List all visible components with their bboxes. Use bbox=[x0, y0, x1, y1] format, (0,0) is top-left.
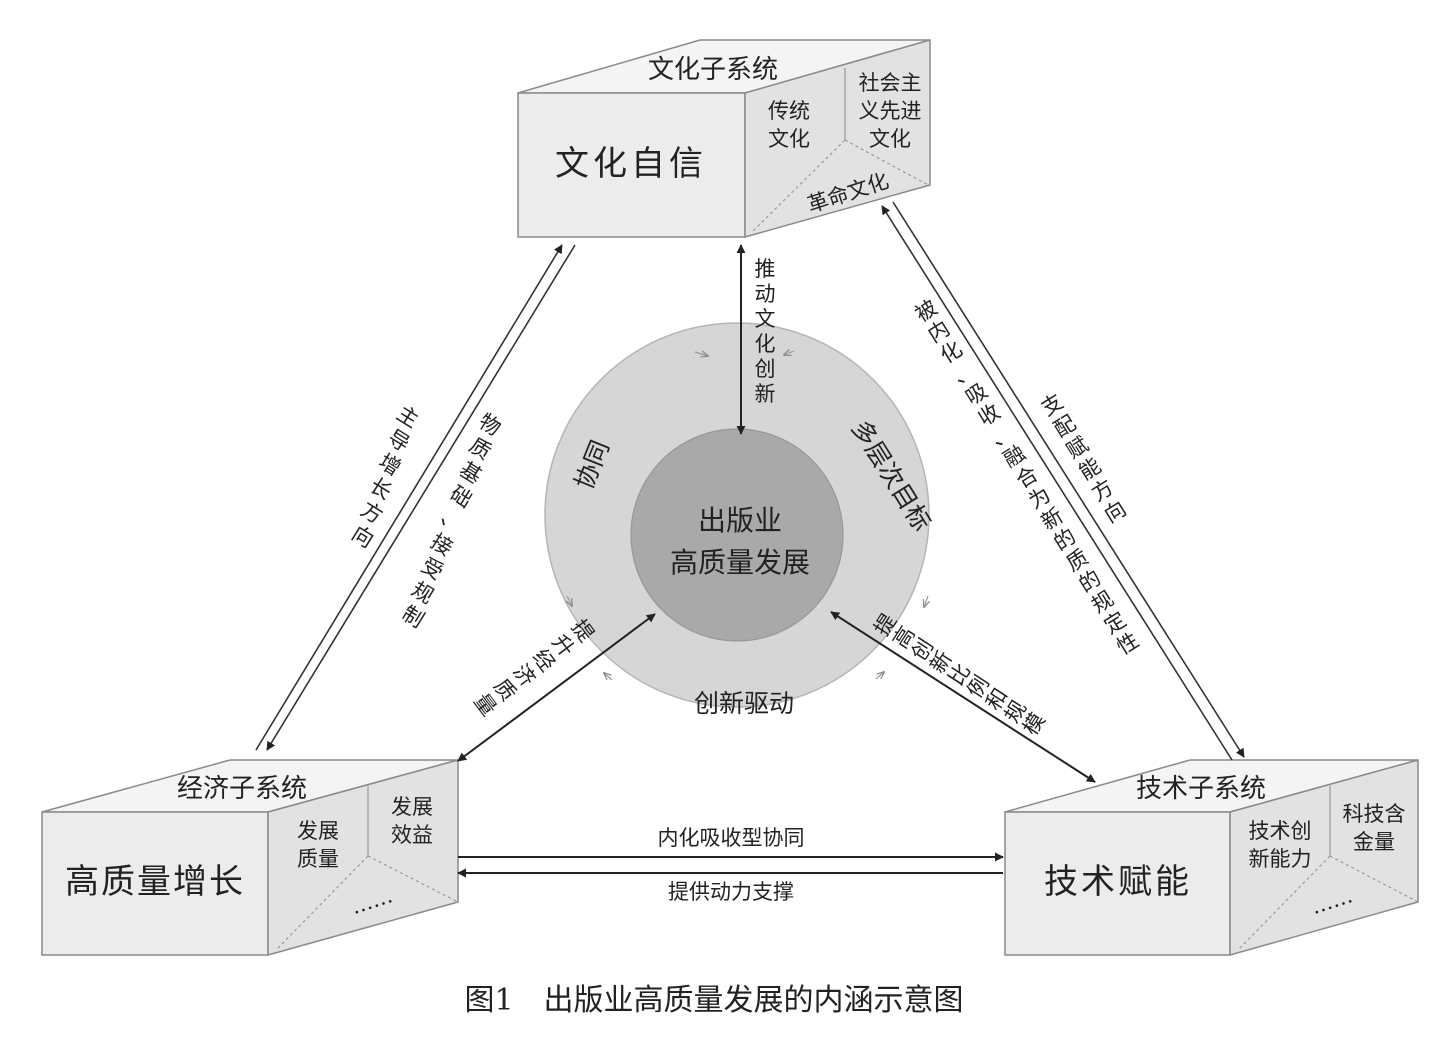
ring-label-bottom: 创新驱动 bbox=[694, 689, 794, 718]
core-label-line2: 高质量发展 bbox=[670, 546, 810, 579]
culture-sub2-line1: 社会主 bbox=[859, 71, 922, 95]
technology-system-box: 技术子系统 技术赋能 技术创 新能力 科技含 金量 …… bbox=[1004, 759, 1419, 956]
economy-sub1-line2: 质量 bbox=[297, 847, 339, 871]
ring-flow-arrow-bottomright bbox=[875, 672, 884, 680]
technology-sub2-line1: 科技含 bbox=[1343, 802, 1406, 826]
ring-flow-arrow-left bbox=[567, 595, 572, 606]
culture-system-box: 文化子系统 文化自信 传统 文化 社会主 义先进 文化 革命文化 bbox=[517, 39, 931, 238]
technology-main-label: 技术赋能 bbox=[1044, 862, 1192, 902]
arrow-culture-to-economy bbox=[266, 244, 576, 751]
culture-sub1-line1: 传统 bbox=[768, 99, 810, 123]
ring-flow-arrow-bottomleft bbox=[604, 673, 613, 681]
arrows-group bbox=[255, 201, 1245, 878]
lbl-culture-center-char: 创 bbox=[755, 357, 776, 381]
technology-sub1-line2: 新能力 bbox=[1249, 847, 1312, 871]
economy-system-title: 经济子系统 bbox=[177, 774, 307, 804]
arrow-culture-to-technology bbox=[892, 201, 1245, 758]
ring-flow-arrow-top bbox=[694, 352, 708, 356]
technology-sub1-line1: 技术创 bbox=[1249, 819, 1312, 843]
arrow-technology-to-culture bbox=[881, 205, 1233, 761]
technology-box-side-face bbox=[1229, 759, 1419, 956]
label-economy-to-technology: 内化吸收型协同 bbox=[658, 826, 805, 850]
culture-sub2-line2: 义先进 bbox=[859, 99, 922, 123]
lbl-culture-center-char: 新 bbox=[755, 382, 776, 406]
ring-flow-arrow-right bbox=[924, 595, 928, 607]
center-ring-group: 出版业 高质量发展 协同 多层次目标 创新驱动 bbox=[544, 322, 937, 718]
lbl-culture-center-char: 文 bbox=[755, 307, 776, 331]
lbl-culture-center-char: 化 bbox=[755, 332, 776, 356]
culture-main-label: 文化自信 bbox=[555, 144, 707, 184]
arrow-center-technology bbox=[830, 611, 1096, 783]
arrow-economy-to-culture bbox=[255, 244, 563, 751]
technology-sub2-line2: 金量 bbox=[1353, 830, 1395, 854]
core-label-line1: 出版业 bbox=[698, 504, 782, 537]
technology-system-title: 技术子系统 bbox=[1136, 774, 1266, 804]
lbl-culture-center-char: 动 bbox=[755, 282, 776, 306]
culture-box-side-face bbox=[744, 39, 931, 238]
economy-system-box: 经济子系统 高质量增长 发展 质量 发展 效益 …… bbox=[41, 759, 459, 956]
figure-caption: 图1 出版业高质量发展的内涵示意图 bbox=[464, 983, 963, 1018]
ring-flow-arrow-topright bbox=[784, 351, 795, 355]
economy-main-label: 高质量增长 bbox=[65, 862, 245, 902]
economy-sub2-line1: 发展 bbox=[391, 795, 433, 819]
lbl-culture-center-char: 推 bbox=[755, 257, 776, 281]
culture-sub2-line3: 文化 bbox=[869, 127, 911, 151]
economy-sub2-line2: 效益 bbox=[391, 823, 433, 847]
culture-system-title: 文化子系统 bbox=[648, 55, 778, 85]
economy-sub1-line1: 发展 bbox=[297, 819, 339, 843]
arrow-center-economy bbox=[457, 613, 656, 762]
label-technology-to-economy: 提供动力支撑 bbox=[668, 880, 794, 904]
economy-box-side-face bbox=[267, 759, 459, 956]
culture-sub1-line2: 文化 bbox=[768, 127, 810, 151]
